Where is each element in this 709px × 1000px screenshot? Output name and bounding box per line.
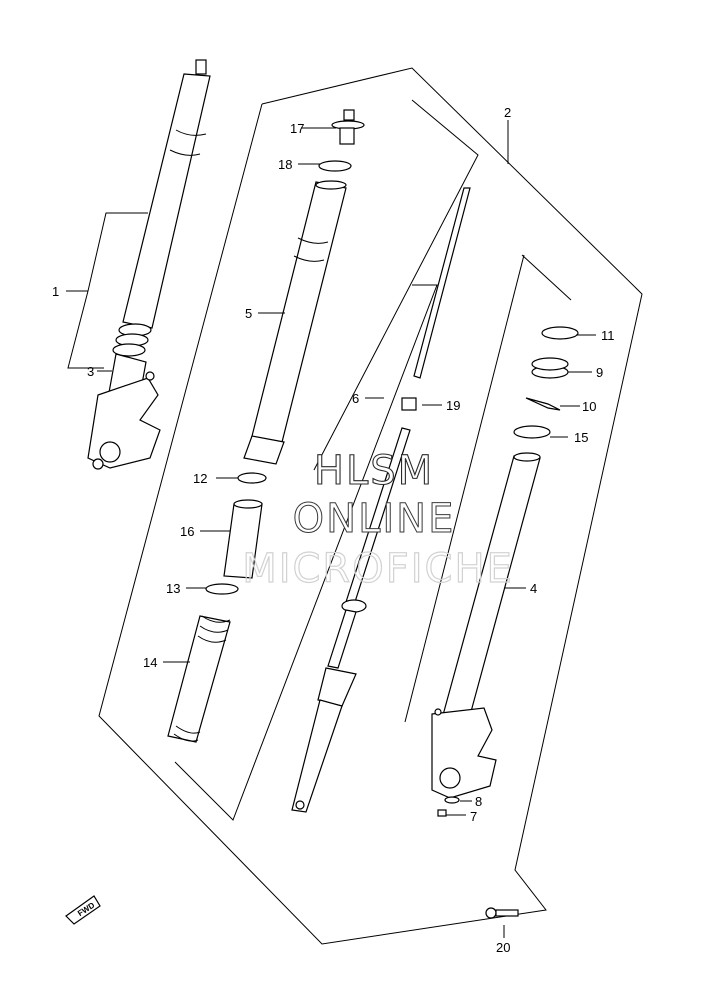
- drain-screw-7: [437, 809, 447, 817]
- fork-spring: [167, 615, 231, 743]
- o-ring-18: [318, 160, 352, 172]
- callout-5: 5: [245, 306, 252, 321]
- watermark: HLSM ONLINE MICROFICHE: [242, 447, 514, 592]
- watermark-line-3: MICROFICHE: [242, 546, 514, 592]
- fork-cap-bolt: [331, 109, 365, 145]
- callout-17: 17: [290, 121, 304, 136]
- callout-6: 6: [352, 391, 359, 406]
- callout-8: 8: [475, 794, 482, 809]
- callout-labels: 1 2 3 4 5 6 7 8 9 10 11 12 13 14 15 16 1…: [52, 105, 615, 955]
- callout-7: 7: [470, 809, 477, 824]
- watermark-line-2: ONLINE: [293, 496, 456, 542]
- assembly-frame: [98, 67, 643, 945]
- forward-direction-badge: FWD: [65, 895, 101, 925]
- spacer-16: [223, 499, 263, 579]
- callout-18: 18: [278, 157, 292, 172]
- dust-seal-15: [513, 425, 551, 439]
- callout-20: 20: [496, 940, 510, 955]
- callout-19: 19: [446, 398, 460, 413]
- callout-11: 11: [601, 328, 615, 343]
- leader-lines: [66, 120, 596, 938]
- callout-12: 12: [193, 471, 207, 486]
- callout-1: 1: [52, 284, 59, 299]
- clip-10: [525, 397, 561, 411]
- lock-nut-19: [401, 397, 417, 411]
- callout-16: 16: [180, 524, 194, 539]
- callout-10: 10: [582, 399, 596, 414]
- forward-arrow-icon: [65, 895, 101, 925]
- snap-ring-12: [237, 472, 267, 484]
- ring-13: [205, 583, 239, 595]
- callout-9: 9: [596, 365, 603, 380]
- outer-tube: [243, 180, 347, 465]
- callout-4: 4: [530, 581, 537, 596]
- callout-2: 2: [504, 105, 511, 120]
- inner-tube: [431, 452, 541, 799]
- callout-14: 14: [143, 655, 157, 670]
- gasket-8: [444, 796, 460, 804]
- axle-bolt-20: [485, 907, 519, 919]
- seal-ring-11: [541, 326, 579, 340]
- callout-13: 13: [166, 581, 180, 596]
- callout-15: 15: [574, 430, 588, 445]
- fork-assembly-left: [87, 59, 211, 470]
- watermark-line-1: HLSM: [314, 448, 434, 494]
- damper-rod: [291, 187, 471, 813]
- callout-3: 3: [87, 364, 94, 379]
- oil-seal-9: [531, 357, 569, 379]
